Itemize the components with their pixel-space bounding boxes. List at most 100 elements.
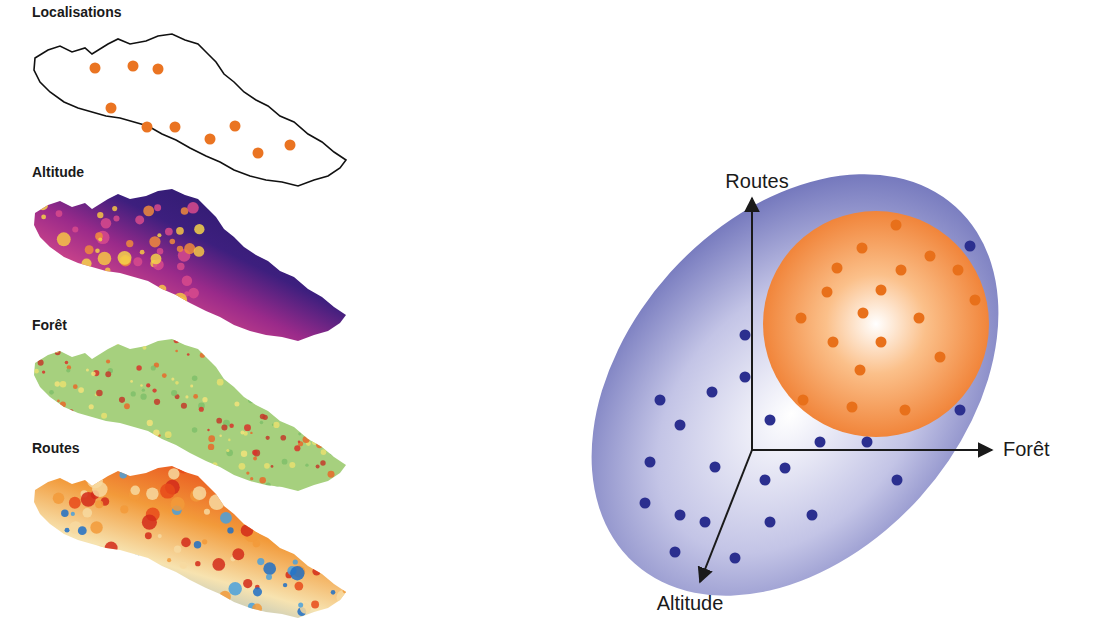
texture-spot — [340, 399, 345, 404]
texture-spot — [120, 505, 128, 513]
texture-spot — [118, 251, 132, 265]
texture-spot — [38, 200, 48, 210]
texture-spot — [195, 561, 200, 566]
texture-spot — [284, 348, 291, 355]
texture-spot — [319, 549, 334, 564]
texture-spot — [214, 485, 218, 489]
texture-spot — [227, 334, 233, 340]
texture-spot — [71, 512, 75, 516]
texture-spot — [154, 204, 161, 211]
map-title: Routes — [32, 440, 79, 456]
texture-spot — [250, 432, 252, 434]
texture-spot — [93, 339, 96, 342]
texture-spot — [271, 500, 285, 514]
texture-spot — [280, 435, 286, 441]
texture-spot — [60, 468, 64, 472]
texture-spot — [246, 471, 249, 474]
texture-spot — [344, 596, 348, 600]
background-point — [815, 437, 826, 448]
background-point — [780, 463, 791, 474]
texture-spot — [193, 394, 198, 399]
background-point — [765, 415, 776, 426]
texture-spot — [140, 394, 146, 400]
texture-spot — [282, 484, 298, 500]
texture-spot — [118, 577, 131, 590]
texture-spot — [42, 370, 45, 373]
texture-spot — [60, 381, 67, 388]
texture-spot — [201, 464, 205, 468]
texture-spot — [177, 246, 183, 252]
texture-spot — [27, 303, 34, 310]
texture-spot — [170, 239, 176, 245]
axis-altitude — [700, 450, 752, 582]
texture-spot — [59, 419, 63, 423]
presence-point — [832, 263, 843, 274]
texture-spot — [216, 418, 222, 424]
texture-spot — [151, 302, 155, 306]
texture-spot — [81, 492, 96, 507]
texture-spot — [136, 365, 141, 370]
texture-spot — [135, 215, 144, 224]
texture-spot — [157, 233, 161, 237]
axis-forest — [752, 449, 992, 451]
texture-spot — [203, 472, 209, 478]
texture-spot — [324, 541, 340, 557]
texture-spot — [127, 578, 142, 593]
texture-spot — [31, 464, 38, 471]
location-dots — [90, 61, 296, 159]
texture-spot — [143, 206, 154, 217]
texture-spot — [226, 449, 233, 456]
texture-spot — [106, 564, 111, 569]
texture-spot — [119, 471, 126, 478]
texture-spot — [110, 431, 114, 435]
texture-spot — [46, 397, 49, 400]
texture-spot — [259, 358, 262, 361]
texture-spot — [57, 434, 61, 438]
texture-spot — [63, 467, 79, 483]
texture-spot — [246, 506, 258, 518]
texture-spot — [336, 507, 348, 519]
background-point — [740, 330, 751, 341]
texture-spot — [334, 345, 337, 348]
location-map — [34, 34, 346, 186]
texture-spot — [98, 252, 112, 266]
texture-spot — [282, 459, 288, 465]
texture-spot — [181, 403, 187, 409]
texture-spot — [32, 368, 35, 371]
texture-spot — [290, 500, 294, 504]
texture-spot — [157, 305, 166, 314]
texture-spot — [171, 497, 185, 511]
texture-spot — [38, 468, 41, 471]
texture-spot — [268, 353, 272, 357]
texture-spot — [55, 607, 66, 618]
texture-spot — [64, 431, 70, 437]
texture-spot — [343, 588, 348, 593]
texture-spot — [28, 450, 32, 454]
presence-point — [925, 251, 936, 262]
texture-spot — [177, 461, 183, 467]
texture-spot — [307, 375, 313, 381]
texture-spot — [69, 342, 71, 344]
texture-spot — [29, 417, 32, 420]
presence-point — [855, 365, 866, 376]
texture-spot — [74, 589, 83, 598]
texture-spot — [91, 371, 96, 376]
texture-spot — [173, 293, 187, 307]
presence-point — [953, 265, 964, 276]
texture-spot — [117, 552, 129, 564]
background-point — [965, 241, 976, 252]
texture-spot — [61, 509, 68, 516]
texture-spot — [219, 337, 226, 344]
texture-spot — [340, 439, 345, 444]
presence-point — [798, 395, 809, 406]
texture-spot — [65, 361, 69, 365]
texture-spot — [219, 435, 222, 438]
texture-spot — [200, 353, 205, 358]
background-point — [760, 475, 771, 486]
texture-spot — [248, 397, 254, 403]
texture-spot — [133, 433, 140, 440]
texture-spot — [106, 359, 110, 363]
texture-spot — [163, 299, 168, 304]
texture-spot — [334, 476, 340, 482]
texture-spot — [60, 402, 66, 408]
